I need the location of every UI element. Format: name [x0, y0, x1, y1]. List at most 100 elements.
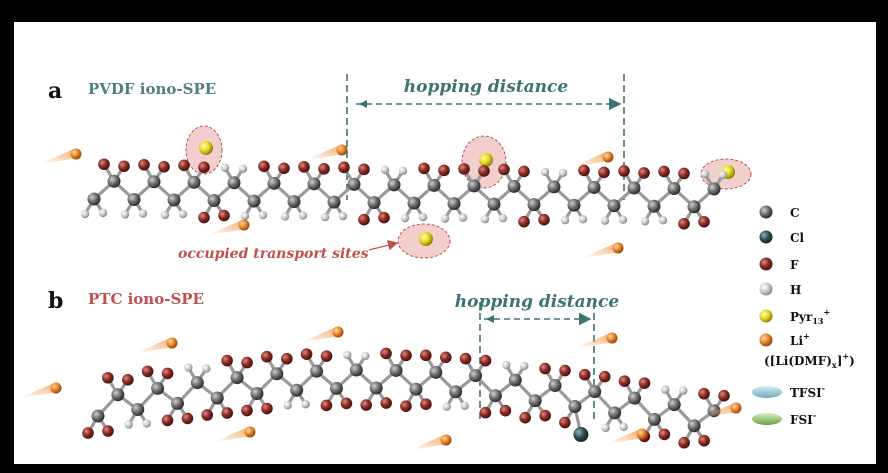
atom-f	[658, 428, 671, 441]
legend-swatch	[759, 257, 773, 271]
atom-c	[190, 376, 204, 390]
atom-f	[102, 371, 114, 384]
atom-c	[87, 192, 101, 206]
legend-item-f: F	[759, 257, 799, 272]
atom-h	[178, 209, 188, 219]
atom-h	[240, 211, 250, 221]
atom-h	[601, 423, 610, 433]
atom-h	[202, 364, 211, 373]
atom-h	[540, 167, 550, 177]
atom-f	[418, 162, 430, 175]
atom-f	[698, 215, 710, 228]
atom-h	[458, 213, 468, 222]
atom-c	[131, 403, 145, 417]
atom-c	[687, 419, 701, 433]
atom-f	[618, 375, 631, 387]
atom-f	[102, 425, 114, 437]
atom-c	[429, 365, 443, 379]
atom-c	[507, 179, 521, 193]
atom-c	[647, 412, 661, 426]
atom-f	[479, 406, 492, 419]
atom-f	[241, 356, 253, 369]
atom-c	[290, 383, 304, 397]
atom-f	[518, 215, 530, 228]
atom-f	[499, 404, 512, 417]
atom-h	[418, 212, 428, 222]
atom-f	[479, 354, 492, 367]
atom-c	[707, 182, 721, 196]
atom-f	[358, 163, 370, 176]
atom-c	[627, 181, 641, 195]
atom-c	[407, 196, 421, 210]
atom-f	[320, 350, 333, 362]
atom-f	[221, 354, 233, 367]
li-ion	[302, 326, 344, 342]
atom-f	[201, 409, 214, 421]
legend-label-extra: ([Li(DMF)x]+)	[764, 351, 855, 370]
atom-c	[447, 197, 461, 211]
atom-c	[567, 198, 581, 212]
atom-f	[658, 165, 670, 178]
atom-h	[138, 209, 148, 218]
atom-c	[151, 381, 165, 395]
sites-label: occupied transport sites	[178, 246, 369, 262]
atom-h	[440, 214, 450, 223]
atom-c	[170, 396, 184, 410]
atom-f	[638, 377, 651, 389]
atom-f	[400, 400, 412, 413]
atom-c	[230, 371, 244, 385]
atom-f	[498, 163, 510, 176]
atom-f	[478, 165, 490, 177]
atom-h	[142, 419, 151, 428]
atom-h	[160, 210, 170, 220]
atom-h	[280, 212, 290, 221]
atom-c	[329, 381, 343, 395]
atom-h	[238, 164, 248, 174]
legend-label: F	[790, 258, 799, 272]
atom-c	[310, 364, 324, 378]
atom-f	[718, 389, 730, 402]
atom-c	[487, 197, 501, 211]
hopping-b-label: hopping distance	[455, 292, 620, 312]
atom-c	[568, 400, 582, 414]
legend-label: H	[790, 283, 801, 297]
atom-h	[460, 401, 469, 410]
atom-h	[619, 422, 628, 432]
atom-f	[161, 367, 174, 380]
li-ion	[700, 402, 742, 418]
atom-c	[667, 181, 681, 195]
atom-c	[210, 391, 224, 405]
legend-label: C	[790, 206, 800, 220]
li-ion	[136, 337, 178, 353]
atom-f	[198, 211, 210, 224]
atom-c	[528, 394, 542, 408]
atom-f	[300, 348, 313, 360]
atom-c	[287, 195, 301, 209]
atom-h	[283, 401, 292, 410]
atom-f	[438, 164, 450, 177]
atom-c	[167, 193, 181, 207]
figure-canvas: a PVDF iono-SPE hopping distance occupie…	[14, 22, 876, 464]
atom-f	[440, 351, 452, 364]
atom-f	[360, 399, 372, 411]
atom-h	[618, 215, 628, 224]
legend-swatch	[759, 205, 773, 219]
atom-f	[320, 399, 333, 412]
atom-f	[678, 217, 690, 230]
atom-c	[449, 385, 463, 399]
atom-h	[661, 385, 670, 394]
panel-b-title: PTC iono-SPE	[88, 290, 204, 308]
legend-swatch	[759, 282, 773, 296]
li-ion	[20, 382, 62, 398]
atom-c	[508, 373, 522, 387]
atom-f	[141, 365, 154, 378]
atom-c	[127, 193, 141, 207]
atom-c	[469, 369, 483, 383]
atom-f	[598, 370, 611, 383]
schematic-svg: a PVDF iono-SPE hopping distance occupie…	[20, 74, 855, 450]
atom-f	[559, 416, 571, 429]
panel-a-title: PVDF iono-SPE	[88, 80, 216, 98]
atom-layer	[80, 158, 730, 449]
atom-c	[91, 409, 105, 423]
